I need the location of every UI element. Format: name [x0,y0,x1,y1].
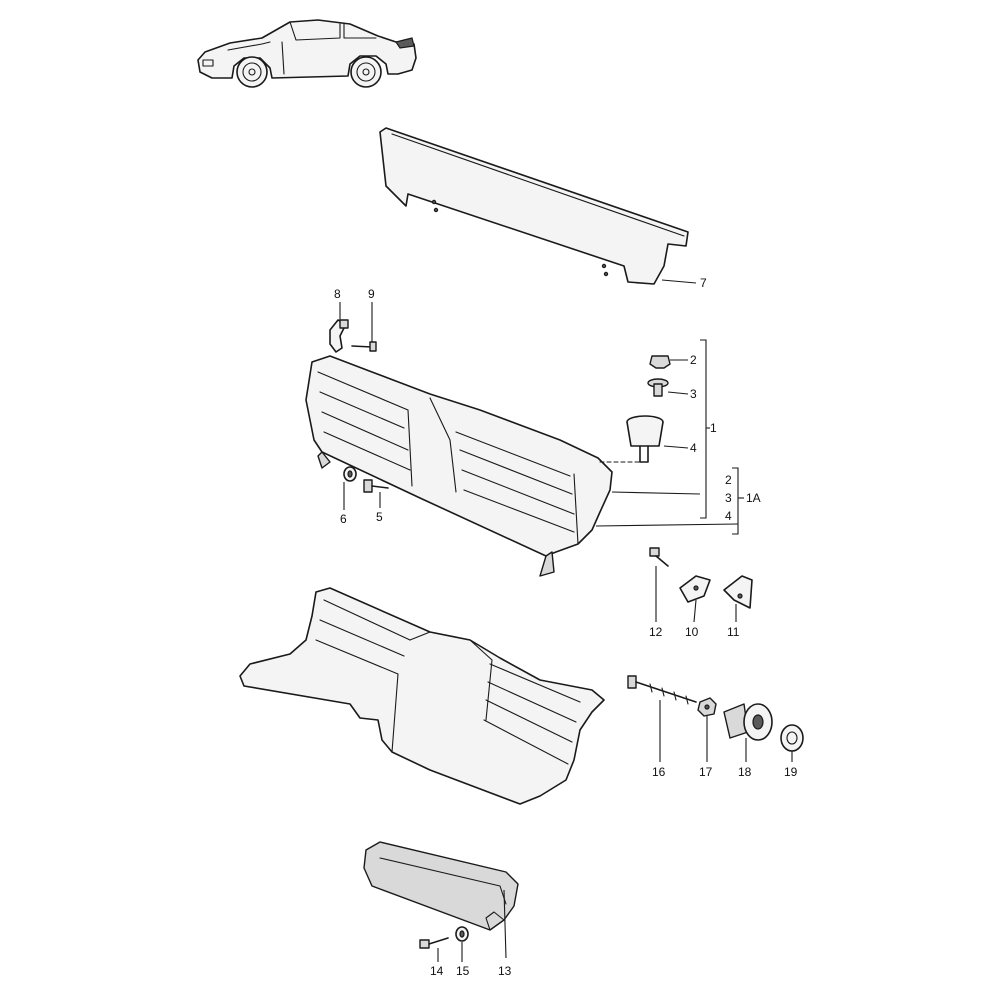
knob-part-3 [647,378,669,397]
armrest-part-13 [363,841,519,931]
callout-13: 13 [498,964,512,978]
bracket-part-10 [679,575,711,603]
callout-8: 8 [334,287,341,301]
callout-5: 5 [376,510,383,524]
callout-2: 2 [690,353,697,367]
screw-part-9 [351,341,377,352]
callout-11: 11 [727,625,740,639]
callout-4: 4 [690,441,697,455]
rear-seat-backrest-part-1 [305,355,613,577]
callout-9: 9 [368,287,375,301]
rear-seat-cushion [239,587,605,805]
ring-part-19 [780,724,804,752]
bolt-part-5 [363,479,389,493]
callout-18: 18 [738,765,752,779]
callout-6: 6 [340,512,347,526]
callout-17: 17 [699,765,713,779]
washer-part-15 [455,926,469,942]
callout-3: 3 [690,387,697,401]
leader-lines [339,279,793,962]
bracket-part-11 [723,575,753,609]
callout-10: 10 [685,625,699,639]
callout-12: 12 [649,625,663,639]
callout-19: 19 [784,765,798,779]
callout-4-set: 4 [725,509,732,523]
hook-part-8 [329,319,349,353]
rear-panel-part-7 [379,127,689,285]
callout-3-set: 3 [725,491,732,505]
cap-part-2 [649,355,671,369]
cup-part-4 [599,415,664,463]
screw-part-14 [419,937,449,949]
washer-part-6 [343,466,357,482]
callout-labels: 7 8 9 2 3 1 4 2 3 1A 4 6 5 12 10 11 16 1… [334,276,798,978]
callout-14: 14 [430,964,444,978]
grommet-part-18 [723,703,773,741]
long-bolt-part-16 [627,675,697,705]
callout-15: 15 [456,964,470,978]
callout-7: 7 [700,276,707,290]
callout-2-set: 2 [725,473,732,487]
bolt-part-12 [649,547,669,567]
callout-1a: 1A [746,491,761,505]
callout-1: 1 [710,421,717,435]
nut-part-17 [697,697,717,717]
car-thumbnail-illustration [197,19,417,88]
callout-16: 16 [652,765,666,779]
